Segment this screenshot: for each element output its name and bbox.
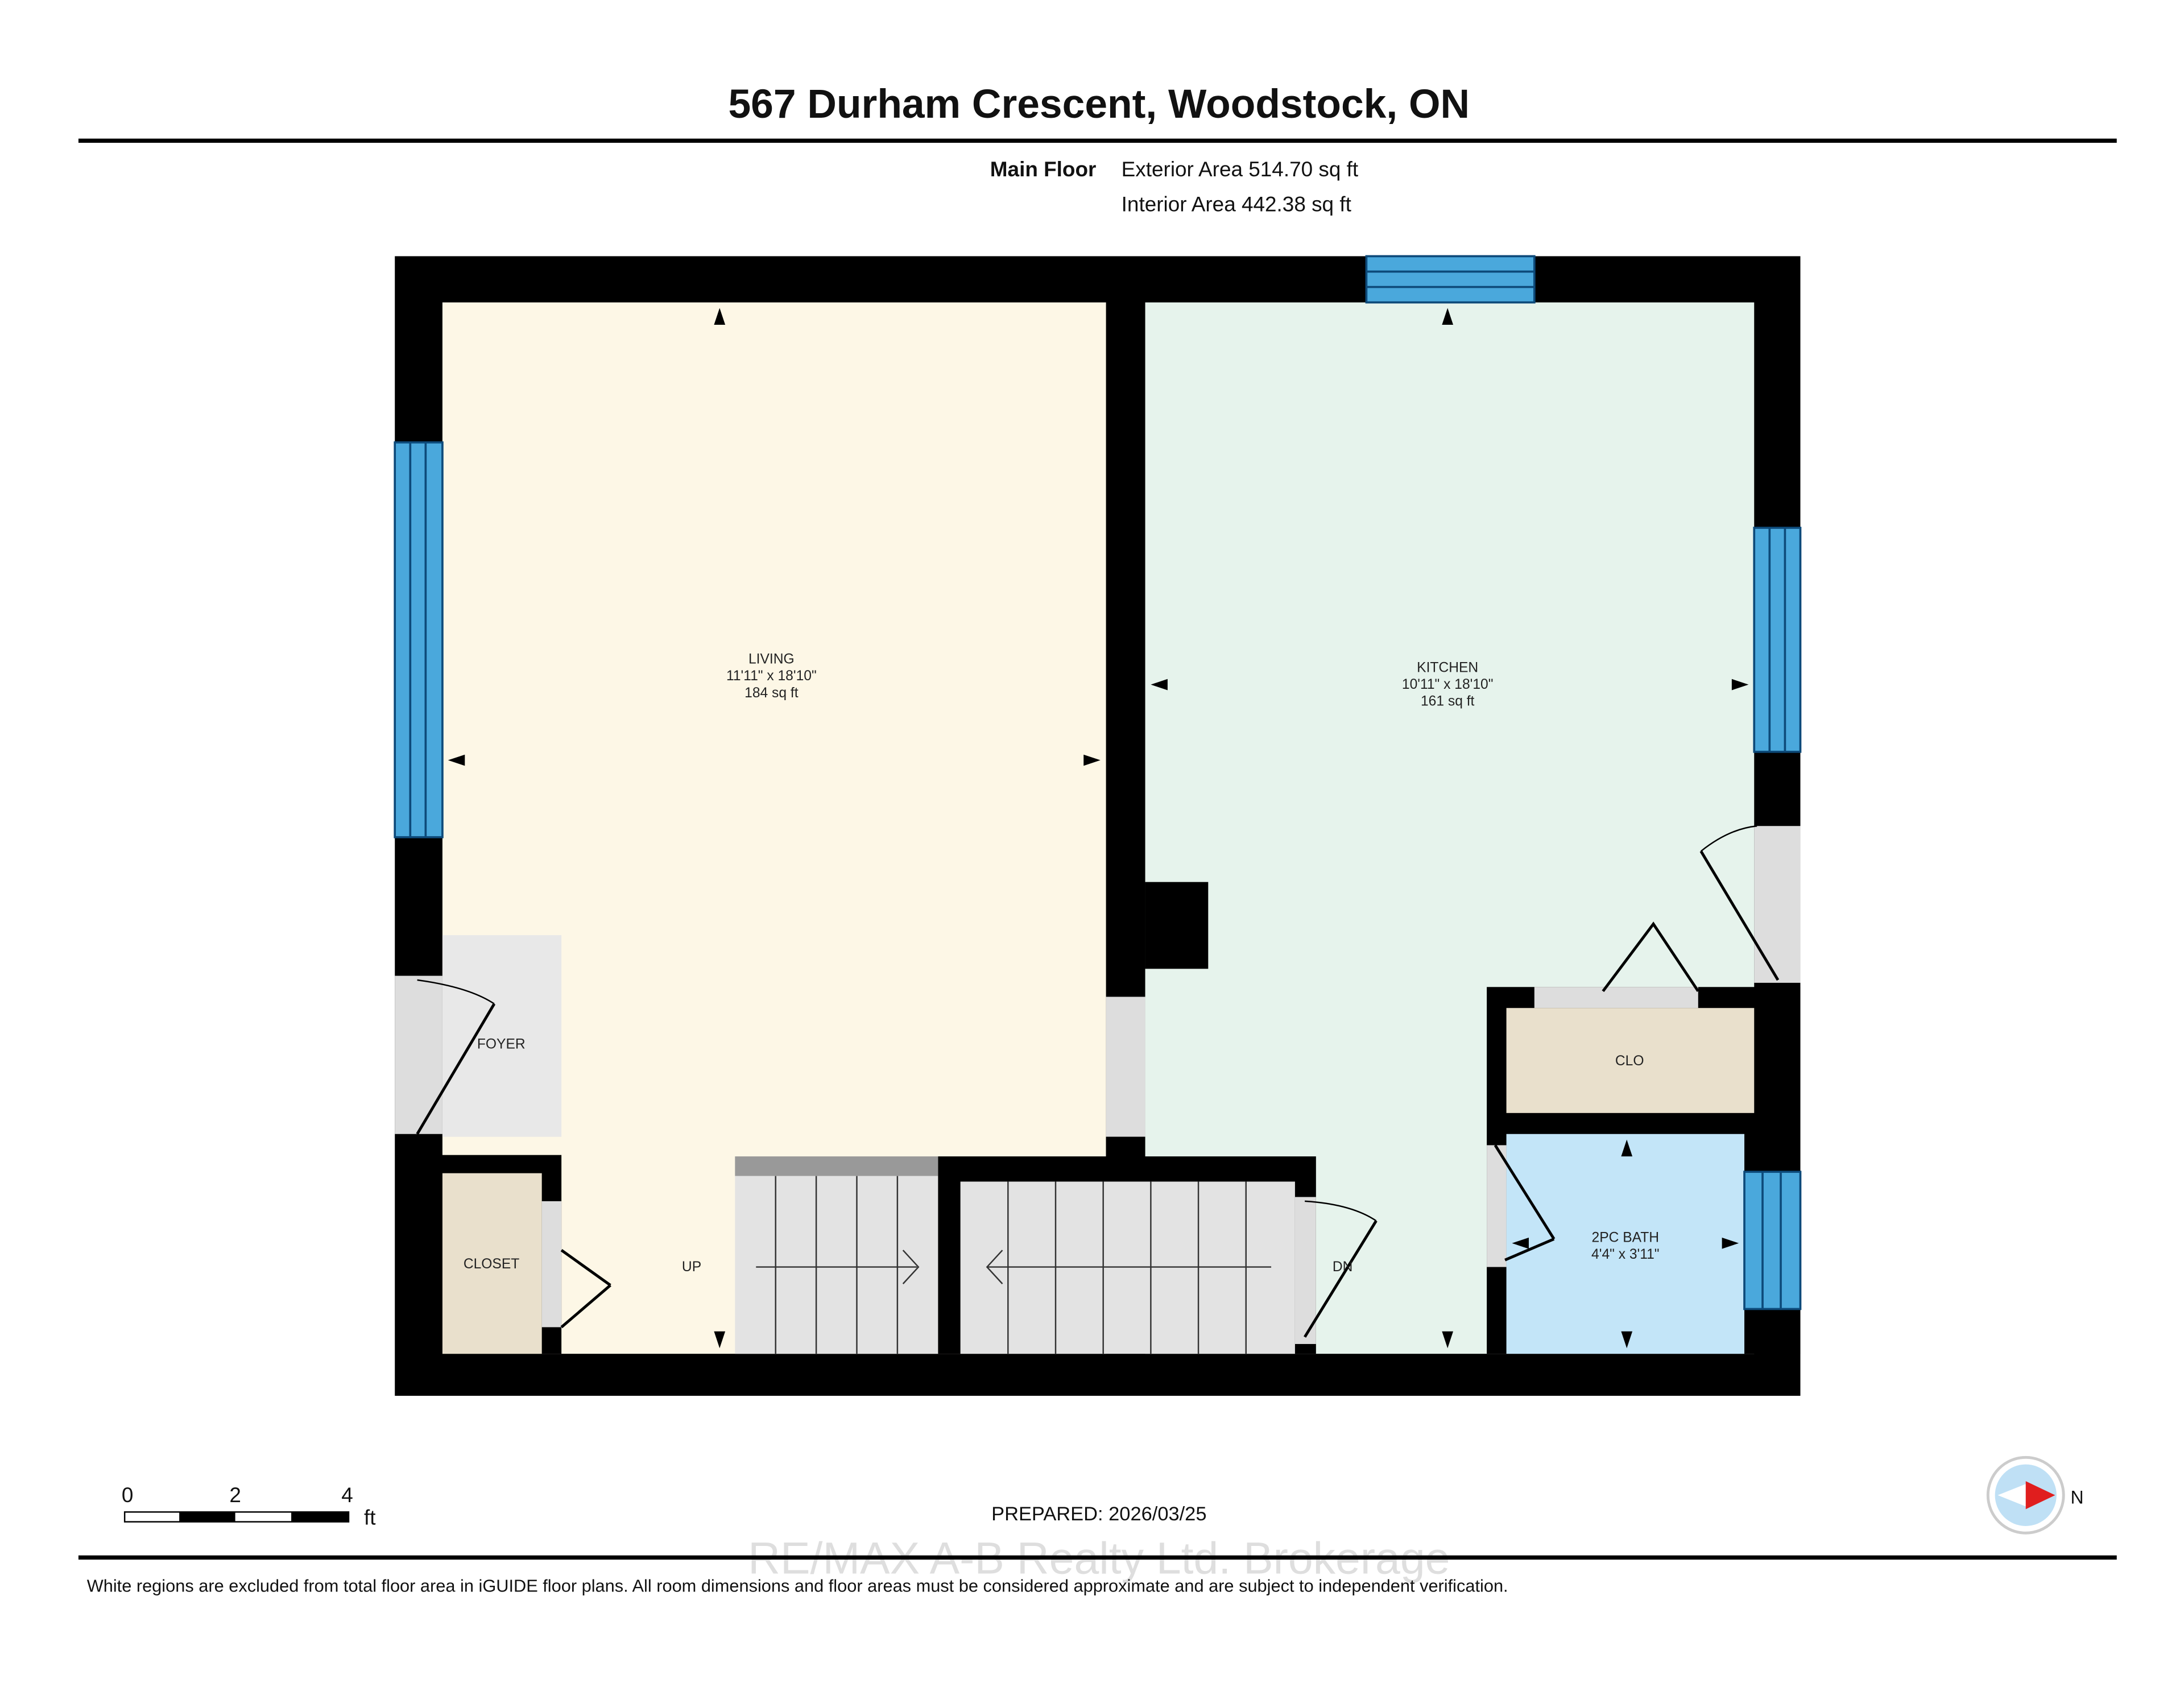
stairs-up-label: UP bbox=[682, 1259, 701, 1275]
svg-text:0: 0 bbox=[122, 1483, 134, 1507]
exterior-door-opening-right bbox=[1754, 826, 1801, 983]
interior-area: Interior Area 442.38 sq ft bbox=[1122, 193, 1351, 216]
room-closet[interactable] bbox=[442, 1173, 542, 1354]
living-area: 184 sq ft bbox=[744, 685, 799, 701]
clo-label: CLO bbox=[1615, 1053, 1644, 1069]
scale-bar: 0 2 4 ft bbox=[122, 1483, 376, 1529]
stair-door-opening bbox=[1294, 1197, 1316, 1344]
bath-door-opening bbox=[1487, 1145, 1507, 1267]
clo-door-opening bbox=[1534, 987, 1698, 1008]
closet-door-opening bbox=[541, 1201, 562, 1328]
stairs-up[interactable] bbox=[735, 1176, 938, 1354]
foyer-label: FOYER bbox=[477, 1037, 526, 1052]
compass-north-label: N bbox=[2071, 1487, 2084, 1508]
room-foyer[interactable] bbox=[442, 935, 562, 1137]
kitchen-wall-block bbox=[1145, 882, 1209, 969]
kitchen-area: 161 sq ft bbox=[1421, 694, 1475, 709]
exterior-area: Exterior Area 514.70 sq ft bbox=[1122, 158, 1358, 181]
interior-opening bbox=[1106, 997, 1145, 1137]
bath-dims: 4'4" x 3'11" bbox=[1591, 1247, 1659, 1262]
door-swings bbox=[416, 825, 1780, 1338]
page-title: 567 Durham Crescent, Woodstock, ON bbox=[729, 81, 1470, 127]
window-top bbox=[1365, 255, 1536, 304]
dimension-arrows bbox=[448, 308, 1749, 1349]
stairs-down-label: DN bbox=[1333, 1259, 1353, 1275]
disclaimer: White regions are excluded from total fl… bbox=[87, 1576, 1508, 1596]
closet-label: CLOSET bbox=[464, 1256, 519, 1272]
header-rule bbox=[78, 138, 2117, 143]
footer-rule bbox=[78, 1555, 2117, 1560]
stair-landing-bar bbox=[735, 1156, 938, 1176]
svg-text:4: 4 bbox=[341, 1483, 353, 1507]
wall-segment bbox=[1106, 1136, 1145, 1160]
svg-text:ft: ft bbox=[364, 1506, 376, 1529]
stairs-down[interactable] bbox=[960, 1181, 1295, 1354]
svg-text:2: 2 bbox=[229, 1483, 241, 1507]
stair-treads bbox=[756, 1176, 1272, 1354]
compass-icon: N bbox=[1986, 1456, 2084, 1535]
window-right bbox=[1753, 527, 1802, 753]
floor-name: Main Floor bbox=[990, 158, 1097, 181]
kitchen-label: KITCHEN bbox=[1417, 660, 1478, 675]
kitchen-dims: 10'11" x 18'10" bbox=[1402, 677, 1494, 692]
living-dims: 11'11" x 18'10" bbox=[726, 668, 817, 684]
windows bbox=[394, 255, 1802, 1310]
living-label: LIVING bbox=[748, 652, 795, 667]
window-left bbox=[394, 441, 444, 838]
prepared-date: PREPARED: 2026/03/25 bbox=[991, 1503, 1206, 1525]
room-clo[interactable] bbox=[1506, 1008, 1755, 1113]
exterior-door-opening-left bbox=[395, 975, 442, 1134]
window-bath bbox=[1743, 1171, 1802, 1310]
bath-label: 2PC BATH bbox=[1592, 1230, 1660, 1245]
